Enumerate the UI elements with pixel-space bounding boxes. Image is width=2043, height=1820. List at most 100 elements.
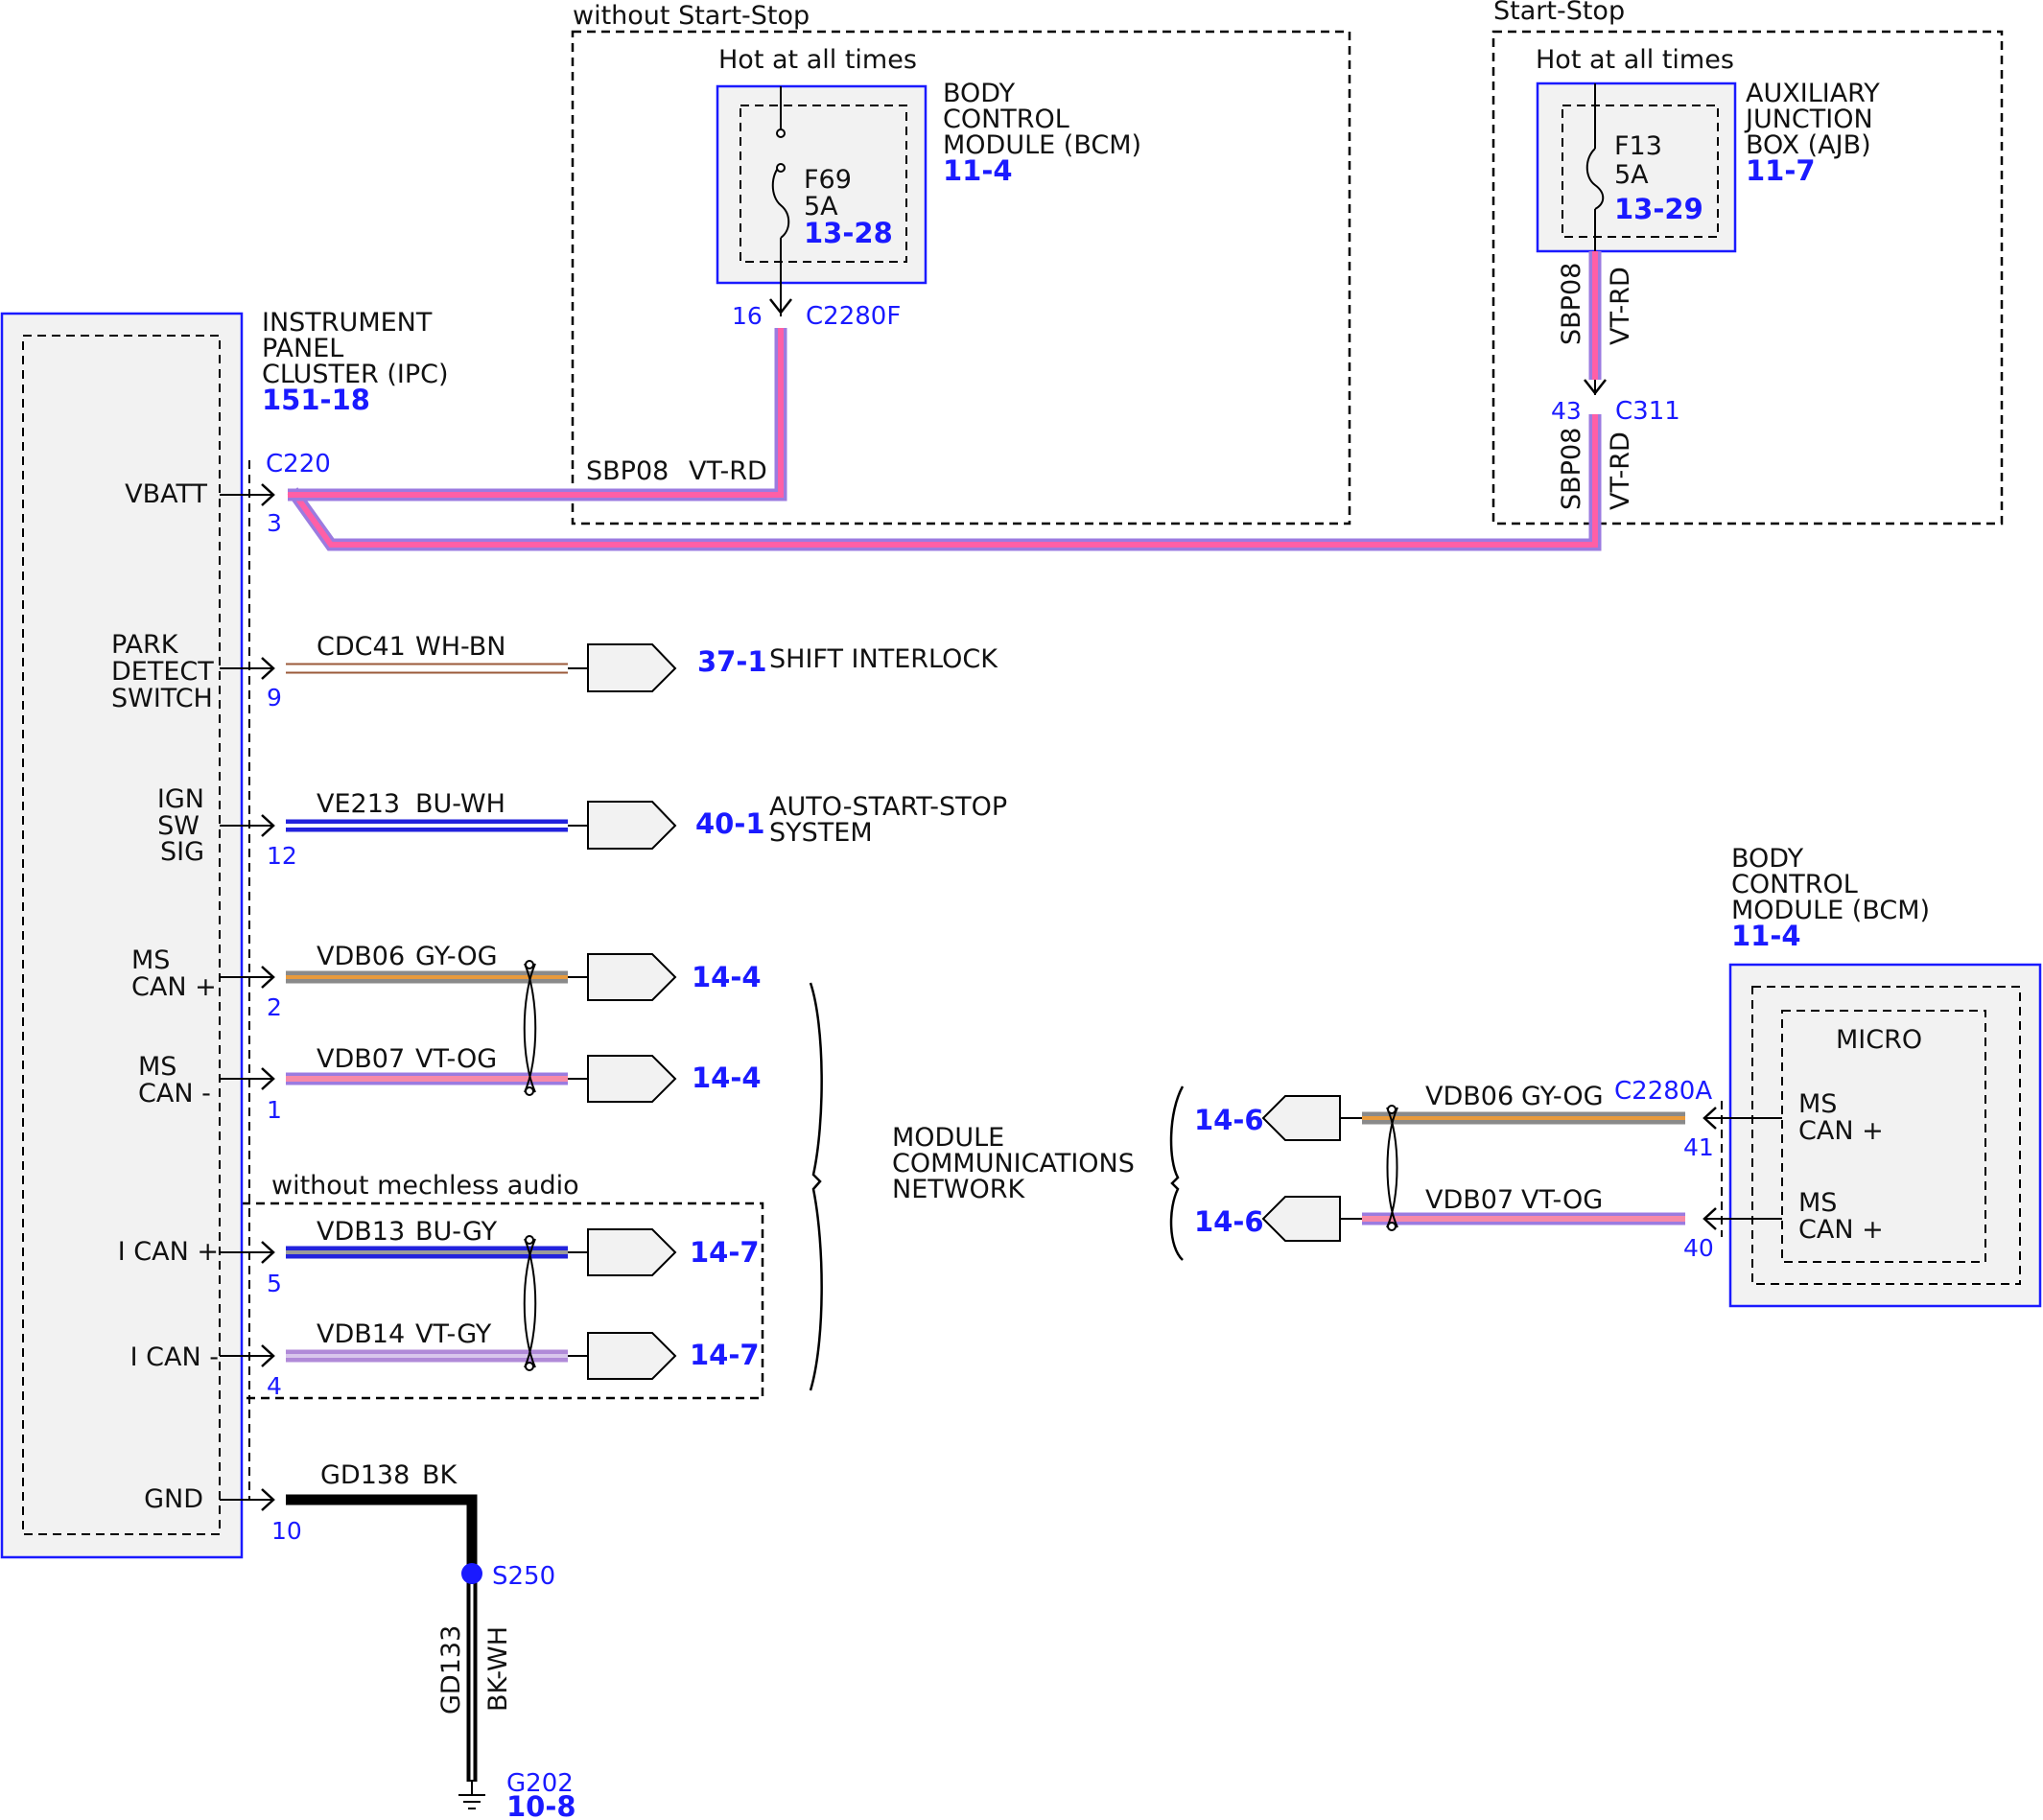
pin-label-park-2: DETECT: [111, 657, 214, 687]
ajb-name-3: BOX (AJB): [1746, 130, 1871, 160]
bcm-top-name-2: CONTROL: [943, 105, 1069, 134]
splice-s250-label: S250: [492, 1562, 555, 1591]
bcm-top-ref: 11-4: [943, 154, 1013, 187]
ign-wire-color: BU-WH: [415, 789, 505, 819]
ajb-box: [1536, 82, 1737, 253]
ajb-name-1: AUXILIARY: [1746, 79, 1880, 108]
pin-label-park-3: SWITCH: [111, 684, 213, 713]
mscan-twist-bottom: [525, 1086, 534, 1096]
connector-c2280f-icon: [769, 298, 792, 315]
fuse-f13-icon: [1585, 148, 1605, 210]
region-without-start-stop: [571, 30, 1351, 525]
network-label-1: MODULE: [892, 1123, 1004, 1153]
bcm-right-inner-micro: [1781, 1010, 1986, 1263]
region-start-stop: [1491, 30, 2004, 525]
bcm-top-box: [716, 84, 928, 285]
connector-c311-pin: 43: [1551, 397, 1582, 425]
bcm-mscanp-destination-arrow: [1261, 1095, 1341, 1141]
ajb-wire-circuit-upper: SBP08: [1557, 263, 1586, 345]
mscan-twisted-pair-icon: [523, 963, 537, 1093]
bcm-top-hot-label: Hot at all times: [718, 45, 917, 75]
mscanm-wire-circuit: VDB07: [317, 1044, 405, 1074]
bcm-mscanp-destination-ref: 14-6: [1194, 1104, 1264, 1136]
park-destination-label: SHIFT INTERLOCK: [769, 644, 998, 674]
gd133-circuit: GD133: [436, 1625, 466, 1715]
pin-label-park-1: PARK: [111, 630, 179, 660]
park-destination-ref: 37-1: [697, 645, 767, 678]
region-label-without-start-stop: without Start-Stop: [573, 1, 810, 31]
mscanp-destination-arrow: [587, 953, 677, 1001]
pin-number-icanm: 4: [267, 1372, 282, 1400]
vbatt-wire-circuit: SBP08: [586, 456, 669, 486]
gnd-wire-color: BK: [422, 1460, 458, 1490]
bcm-mscanm-wire-color: VT-OG: [1521, 1185, 1603, 1215]
ign-wire-circuit: VE213: [317, 789, 400, 819]
ipc-box: [0, 312, 244, 1559]
fuse-f69-rating: 5A: [804, 192, 838, 222]
pin-label-mscanp-1: MS: [131, 945, 170, 975]
vbatt-wire-color: VT-RD: [689, 456, 767, 486]
ign-destination-label-1: AUTO-START-STOP: [769, 792, 1007, 822]
bcm-right-name-3: MODULE (BCM): [1731, 896, 1930, 925]
network-label-3: NETWORK: [892, 1175, 1025, 1204]
bcm-mscan-twist-top: [1387, 1105, 1397, 1114]
mscanm-destination-ref: 14-4: [692, 1062, 762, 1094]
mscanm-wire-color: VT-OG: [415, 1044, 497, 1074]
icanp-wire-color: BU-GY: [415, 1217, 498, 1247]
bcm-right-ref: 11-4: [1731, 920, 1801, 952]
connector-c311-label: C311: [1615, 397, 1680, 426]
ajb-hot-label: Hot at all times: [1536, 45, 1734, 75]
ajb-ref: 11-7: [1746, 154, 1816, 187]
fuse-f69-terminal-top: [776, 128, 786, 138]
ajb-wire-color-lower: VT-RD: [1606, 432, 1635, 510]
region-label-start-stop: Start-Stop: [1493, 0, 1625, 26]
ajb-wire-color-upper: VT-RD: [1606, 267, 1635, 345]
pin-number-icanp: 5: [267, 1270, 282, 1297]
connector-c2280f-label: C2280F: [806, 302, 901, 331]
vbatt-wire-start-stop-border: [287, 414, 1602, 551]
region-without-mechless-audio: [67, 1202, 764, 1400]
gnd-wire-circuit: GD138: [320, 1460, 410, 1490]
park-wire-color: WH-BN: [415, 632, 506, 662]
bcm-mscanm-wire-circuit: VDB07: [1425, 1185, 1514, 1215]
bcm-top-name-1: BODY: [943, 79, 1016, 108]
bcm-top-name-3: MODULE (BCM): [943, 130, 1141, 160]
bcm-mscanm-destination-arrow: [1261, 1196, 1341, 1242]
vbatt-wire-bcm-core: [288, 328, 784, 498]
pin-number-ign: 12: [267, 842, 297, 870]
pin-number-gnd: 10: [271, 1517, 302, 1545]
bcm-right-name-1: BODY: [1731, 844, 1804, 874]
connector-c2280f-pin: 16: [732, 302, 763, 330]
pin-label-icanm: I CAN -: [130, 1342, 219, 1372]
connector-c220-label: C220: [266, 450, 331, 478]
pin-number-vbatt: 3: [267, 509, 282, 537]
ican-twist-top: [525, 1235, 534, 1245]
icanp-destination-arrow: [587, 1228, 677, 1276]
fuse-f69-label: F69: [804, 165, 852, 195]
ipc-ref: 151-18: [262, 384, 370, 416]
icanm-wire-color: VT-GY: [415, 1319, 492, 1349]
connector-c2280a-label: C2280A: [1614, 1077, 1712, 1106]
icanm-destination-ref: 14-7: [690, 1339, 760, 1371]
ipc-pin-stubs: [220, 483, 275, 1511]
network-brace-left: [809, 982, 823, 1391]
ipc-name-3: CLUSTER (IPC): [262, 360, 449, 389]
bcm-mscan-twist-bottom: [1387, 1222, 1397, 1231]
pin-number-mscanm: 1: [267, 1096, 282, 1124]
icanm-destination-arrow: [587, 1332, 677, 1380]
ican-twisted-pair-icon: [523, 1238, 537, 1368]
mscan-twist-top: [525, 960, 534, 969]
ground-g202-label: G202: [506, 1769, 574, 1798]
bcm-right-pin-p-label-1: MS: [1798, 1089, 1837, 1119]
pin-label-mscanp-2: CAN +: [131, 972, 217, 1002]
bcm-right-pin-m-label-2: CAN +: [1798, 1215, 1884, 1245]
bcm-right-box: [1728, 963, 2042, 1308]
fuse-f13-ref: 13-29: [1614, 193, 1703, 225]
bcm-right-inner-1: [1751, 986, 2021, 1285]
bcm-right-pin-stubs: [1702, 1107, 1782, 1230]
ajb-wire-circuit-lower: SBP08: [1557, 428, 1586, 510]
icanm-wire-circuit: VDB14: [317, 1319, 405, 1349]
ground-g202-ref: 10-8: [506, 1790, 576, 1820]
park-wire-circuit: CDC41: [317, 632, 406, 662]
